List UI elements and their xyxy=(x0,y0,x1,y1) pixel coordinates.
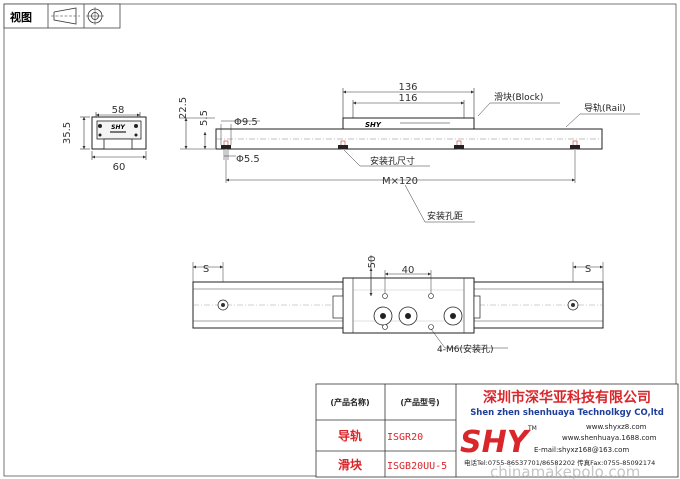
company-name-cn: 深圳市深华亚科技有限公司 xyxy=(483,389,651,406)
row1-model: ISGR20 xyxy=(387,432,423,443)
watermark: chinamakepolo.com xyxy=(490,463,640,479)
end-view-logo: SHY xyxy=(111,124,125,131)
view-symbol-box: 视图 xyxy=(3,3,121,29)
company-name-en: Shen zhen shenhuaya Technolkgy CO,ltd xyxy=(470,408,664,418)
dim-136: 136 xyxy=(398,82,417,93)
end-view: 58 SHY 35.5 60 xyxy=(62,105,147,173)
dim-22-5: 22.5 xyxy=(178,97,189,119)
email: E-mail:shyxz168@163.com xyxy=(534,446,629,454)
trademark: TM xyxy=(527,425,537,432)
dim-58: 58 xyxy=(112,105,125,116)
label-hole-pitch: 安装孔距 xyxy=(427,210,463,222)
phone-fax: 电话Tel:0755-86537701/86582202 传真Fax:0755-… xyxy=(464,458,655,467)
dim-116: 116 xyxy=(398,93,417,104)
side-view: 136 116 SHY 22.5 5.5 xyxy=(178,82,640,223)
header-product-model: (产品型号) xyxy=(400,397,439,407)
block-side xyxy=(342,117,475,130)
top-view: S S xyxy=(192,255,604,355)
dim-50: 50 xyxy=(367,256,378,269)
dim-s-left: S xyxy=(203,264,209,275)
dim-pitch: M×120 xyxy=(382,176,418,187)
label-block: 滑块(Block) xyxy=(494,91,543,103)
label-4-m6: 4-M6(安装孔) xyxy=(437,343,494,355)
dim-35-5: 35.5 xyxy=(62,122,73,144)
row1-name: 导轨 xyxy=(338,428,362,443)
dim-s-right: S xyxy=(585,264,591,275)
row2-name: 滑块 xyxy=(338,457,363,472)
block-logo: SHY xyxy=(365,121,382,129)
projection-cone-icon xyxy=(51,7,80,25)
dim-60: 60 xyxy=(113,162,126,173)
label-hole-size: 安装孔尺寸 xyxy=(370,155,415,167)
dim-5-5-vertical: 5.5 xyxy=(199,110,210,126)
label-rail: 导轨(Rail) xyxy=(584,102,626,114)
title-block: (产品名称) (产品型号) 导轨 ISGR20 滑块 ISGB20UU-5 深圳… xyxy=(315,383,679,479)
company-logo: SHY xyxy=(460,425,532,460)
website-1: www.shyxz8.com xyxy=(586,423,647,431)
website-2: www.shenhuaya.1688.com xyxy=(562,434,657,442)
view-label: 视图 xyxy=(10,10,32,24)
dim-40: 40 xyxy=(402,265,415,276)
row2-model: ISGB20UU-5 xyxy=(387,461,447,472)
projection-circle-icon xyxy=(86,7,104,25)
dim-phi-9-5: Φ9.5 xyxy=(234,117,258,128)
header-product-name: (产品名称) xyxy=(330,397,369,407)
dim-phi-5-5: Φ5.5 xyxy=(236,154,260,165)
